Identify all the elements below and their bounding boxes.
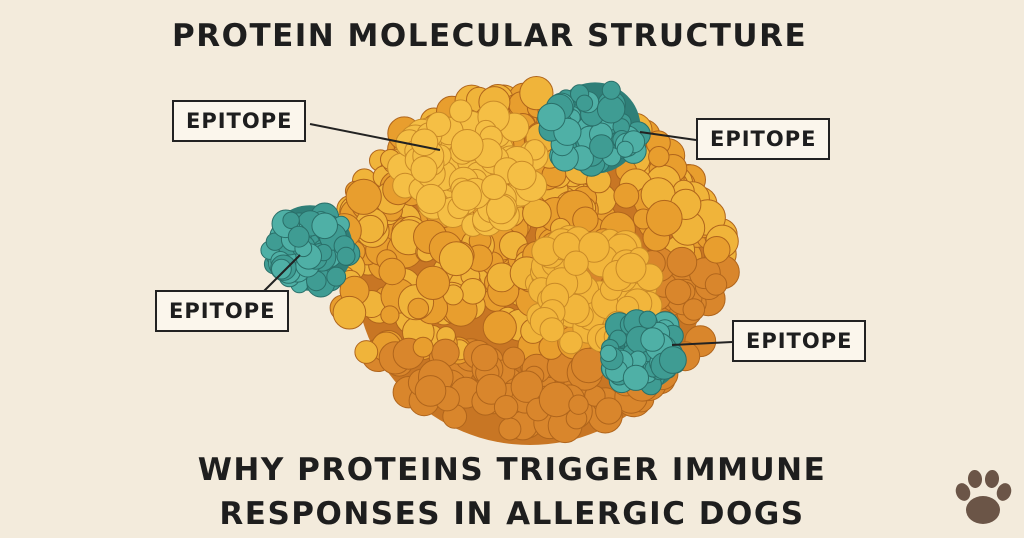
subtitle-line-2: RESPONSES IN ALLERGIC DOGS — [219, 496, 805, 532]
subtitle-line-1: WHY PROTEINS TRIGGER IMMUNE — [197, 452, 827, 488]
diagram-subtitle: WHY PROTEINS TRIGGER IMMUNE RESPONSES IN… — [0, 448, 1024, 536]
leader-line — [639, 131, 697, 141]
epitope-label-right: EPITOPE — [732, 320, 867, 362]
epitope-cluster — [537, 80, 651, 177]
paw-icon — [955, 470, 1012, 524]
epitope-label-top-left: EPITOPE — [172, 100, 307, 142]
epitope-label-top-right: EPITOPE — [696, 118, 831, 160]
epitope-label-left: EPITOPE — [155, 290, 290, 332]
epitope-cluster — [260, 202, 361, 298]
epitope-cluster — [600, 309, 687, 396]
diagram-title: PROTEIN MOLECULAR STRUCTURE — [172, 18, 808, 54]
leader-line — [309, 123, 441, 151]
leader-line — [671, 341, 733, 346]
epitope-clusters — [260, 80, 687, 396]
protein-molecule — [324, 76, 740, 445]
